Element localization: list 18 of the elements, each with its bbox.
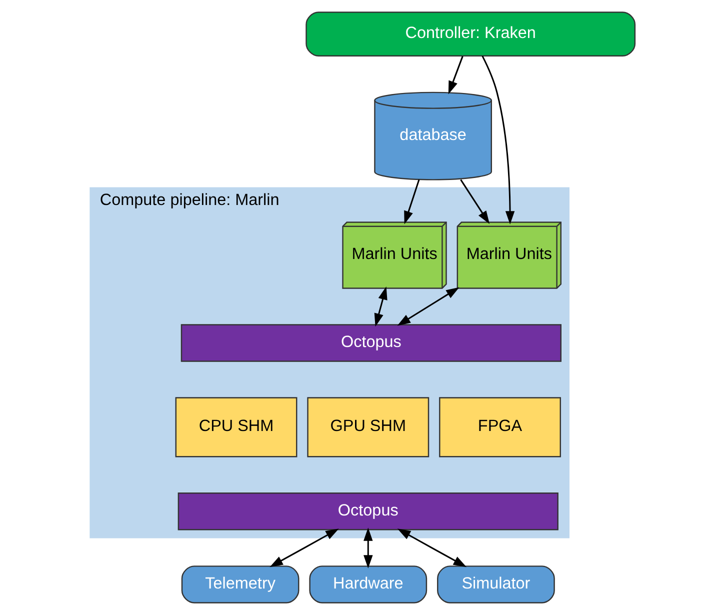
arrow bbox=[270, 528, 339, 568]
node-box: Octopus bbox=[178, 492, 558, 530]
arrow bbox=[364, 528, 373, 568]
node-box: Controller: Kraken bbox=[306, 12, 636, 57]
arrow bbox=[374, 286, 388, 327]
node-box: Octopus bbox=[180, 324, 562, 362]
arrow bbox=[397, 528, 467, 568]
node-box: Telemetry bbox=[181, 566, 300, 604]
node-box: FPGA bbox=[439, 397, 561, 458]
arrow bbox=[460, 179, 490, 224]
arrow bbox=[404, 179, 420, 224]
node-box: Hardware bbox=[309, 566, 428, 604]
node-box: GPU SHM bbox=[307, 397, 430, 458]
arrow bbox=[397, 287, 460, 326]
arrow bbox=[448, 56, 464, 94]
arrow bbox=[482, 56, 515, 224]
node-box: Simulator bbox=[437, 566, 555, 604]
node-box: CPU SHM bbox=[175, 397, 298, 458]
